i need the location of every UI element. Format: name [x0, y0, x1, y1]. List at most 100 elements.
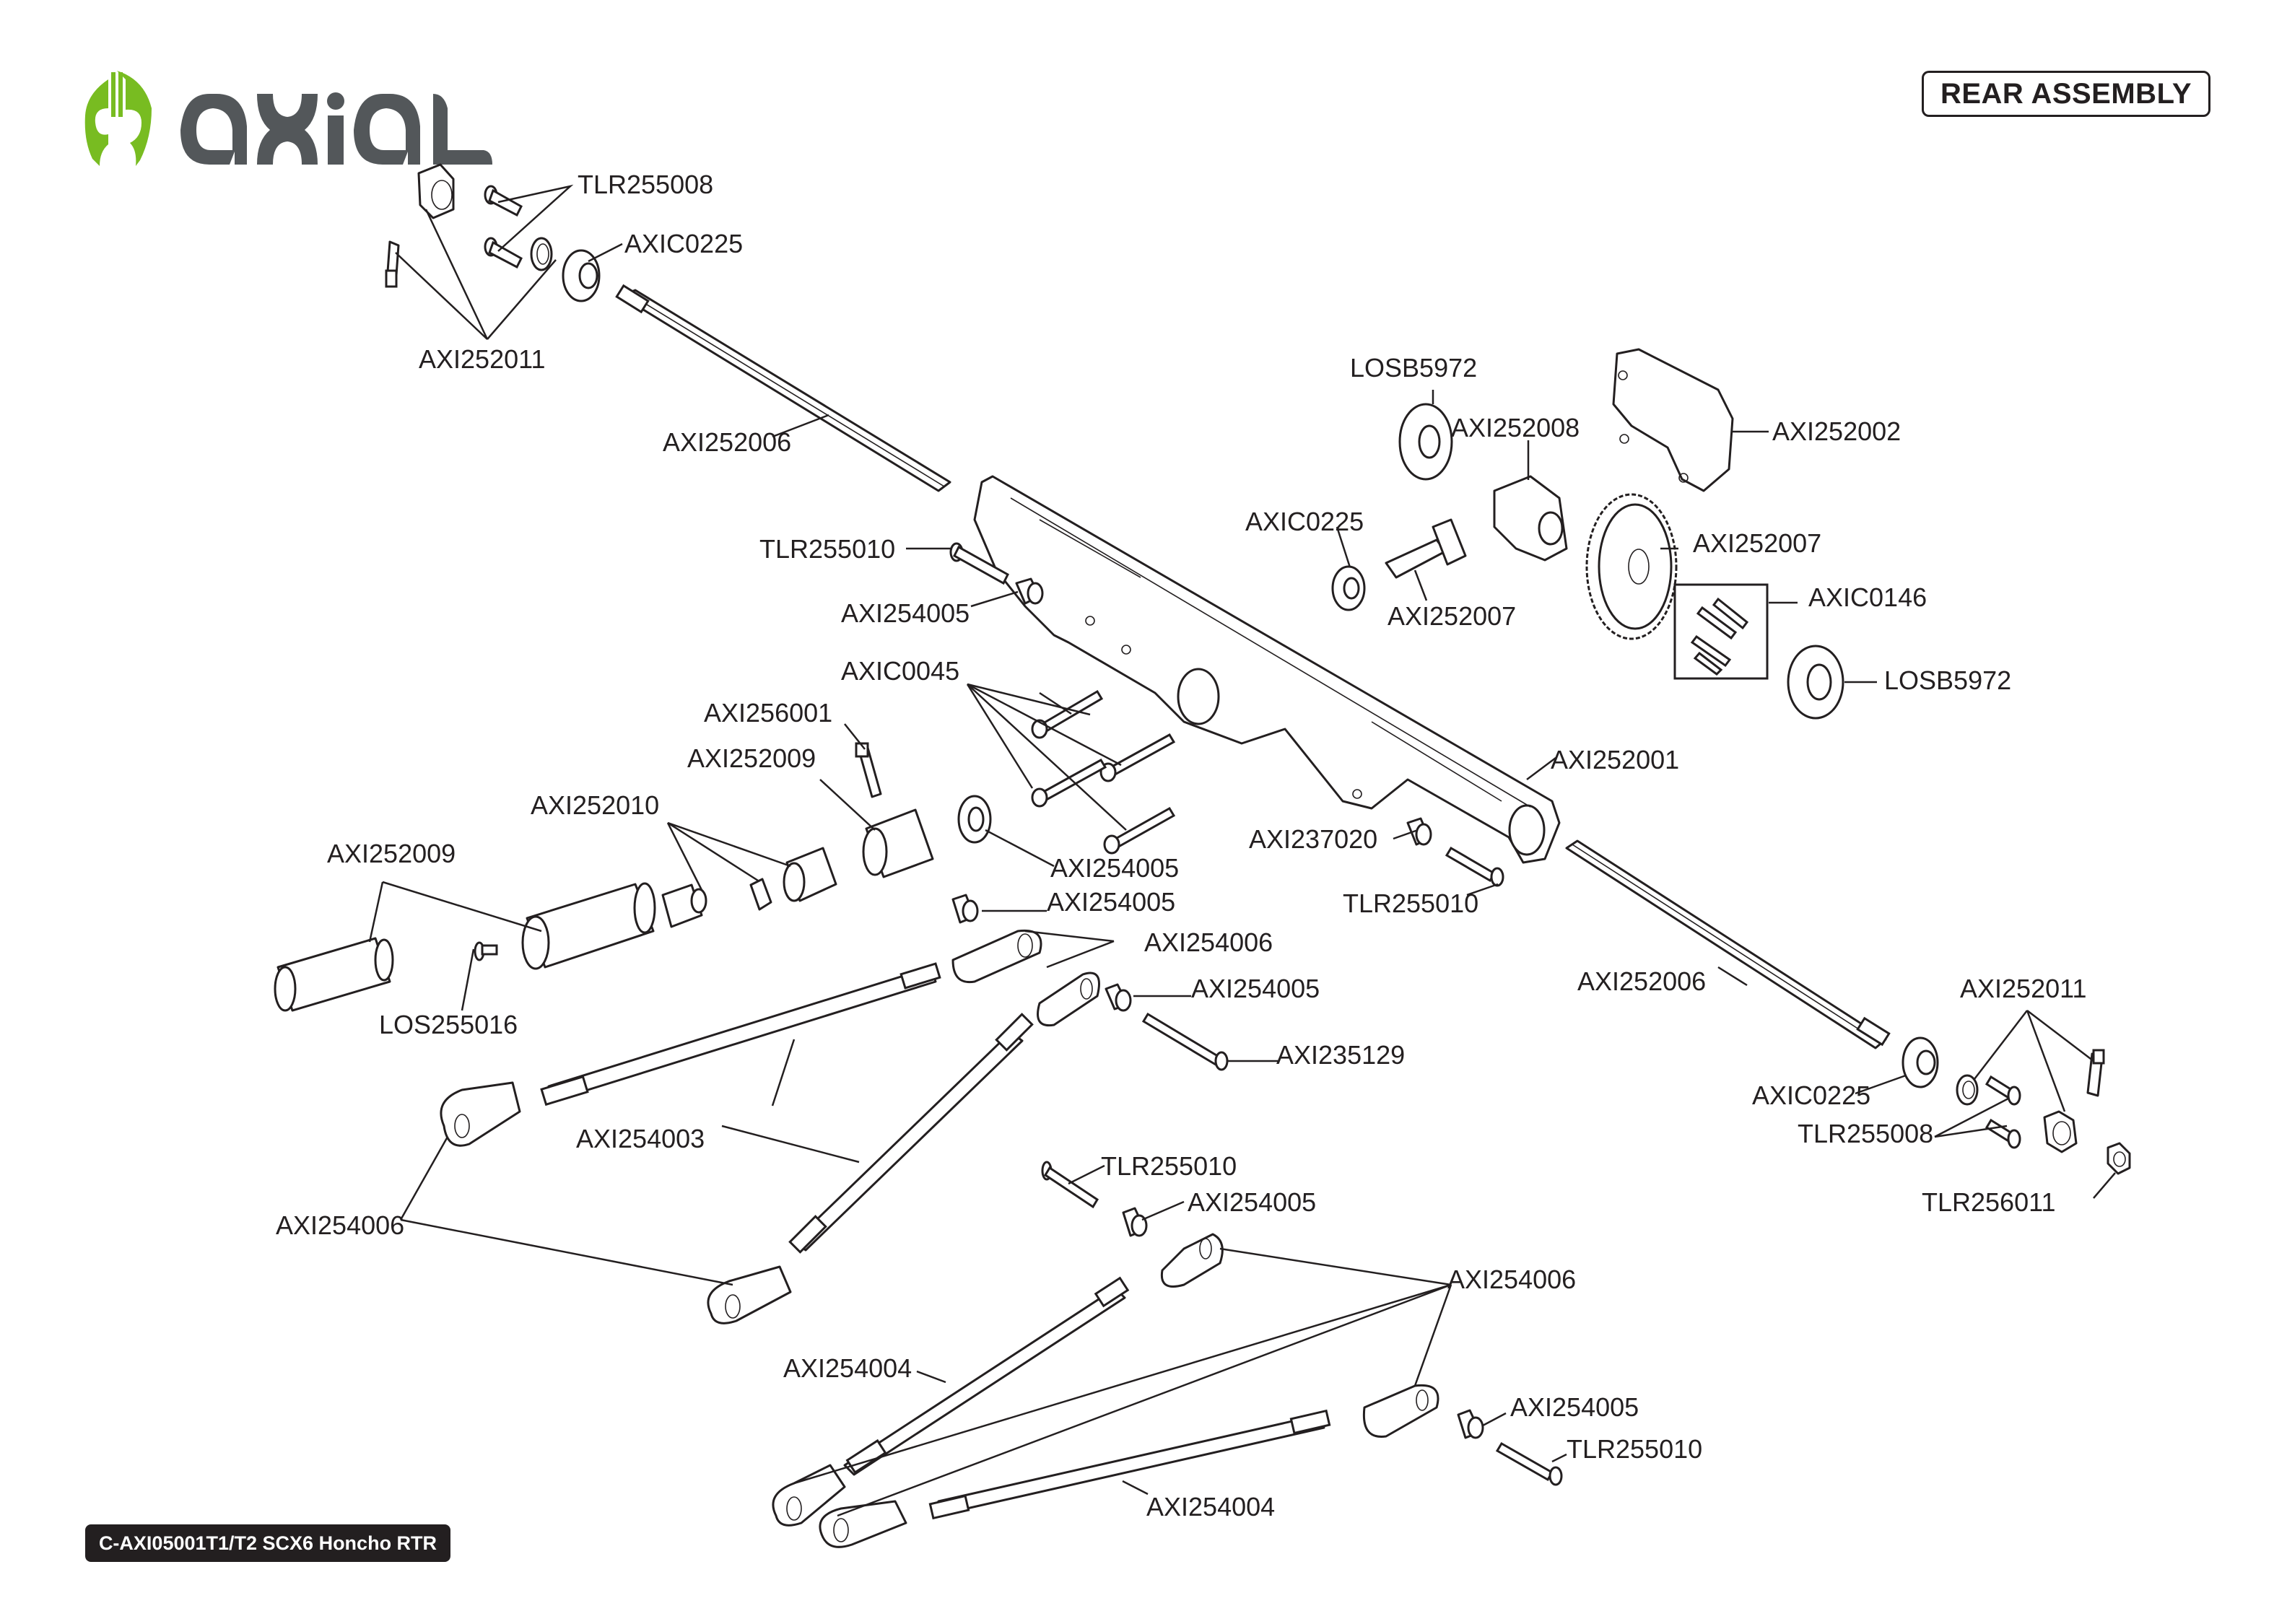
model-number: C-AXI05001T1/T2 SCX6 Honcho RTR: [98, 1532, 437, 1554]
link-axi254004-lower-part: [928, 1409, 1331, 1520]
section-title-badge: REAR ASSEMBLY: [1922, 71, 2210, 117]
model-number-badge: C-AXI05001T1/T2 SCX6 Honcho RTR: [85, 1524, 450, 1562]
callout-label: AXI254004: [1146, 1492, 1275, 1522]
callout-label: AXI254005: [1191, 974, 1320, 1003]
callout-label: TLR255008: [1798, 1119, 1933, 1148]
callout-label: TLR255010: [1567, 1434, 1702, 1464]
diff-case-axi252008-part: [1493, 475, 1568, 562]
callout-label: AXI254005: [841, 598, 970, 628]
hex-hub-right-part: [2043, 1110, 2078, 1153]
callout-label: AXI252011: [1960, 974, 2086, 1003]
bearing-axi237020-part: [957, 795, 992, 844]
callout-label: AXI252011: [419, 344, 545, 374]
callout-label: AXI254006: [1447, 1265, 1576, 1294]
pivot-ball-axi254005-housing-part: [1406, 817, 1432, 846]
callout-label: AXIC0146: [1808, 582, 1927, 612]
callout-label: AXIC0045: [841, 656, 959, 686]
pivot-ball-axi254005-mid-part: [951, 894, 979, 924]
section-title: REAR ASSEMBLY: [1940, 77, 2192, 110]
rod-end-axi254006-bottom-left-part: [772, 1464, 846, 1527]
pivot-ball-axi254005-bottom-part: [1457, 1409, 1484, 1439]
callout-label: AXI235129: [1276, 1040, 1405, 1070]
leader-lines: [368, 184, 2116, 1517]
ring-gear-axi252007-part: [1585, 493, 1678, 640]
callout-label: AXI252006: [1577, 966, 1706, 996]
screw-axi235129-part: [1141, 1012, 1229, 1071]
axle-shaft-right-part: [1565, 839, 1891, 1049]
callout-label: AXI237020: [1249, 824, 1377, 854]
bearing-losb5972-bottom-part: [1787, 645, 1844, 720]
sleeve-axi252009-part: [862, 808, 934, 878]
link-axi254003-diagonal-part: [788, 1013, 1034, 1254]
hub-screw-right-upper-part: [1985, 1075, 2021, 1106]
callout-label: AXI254004: [783, 1353, 912, 1383]
pinion-gear-axi252007-part: [1385, 518, 1467, 579]
callout-label: AXIC0225: [624, 229, 743, 258]
driveshaft-tube-axi252009-part: [521, 882, 656, 970]
screw-tlr255010-housing-part: [1445, 846, 1504, 887]
bearing-axic0225-top-part: [562, 249, 601, 302]
wheel-nut-tlr256011-part: [2107, 1142, 2131, 1175]
callout-label: AXI252010: [531, 790, 659, 820]
rod-end-axi254006-bottom-right-part: [1362, 1384, 1439, 1438]
hub-hex-nut-part: [417, 163, 455, 219]
axle-housing-axi252001-part: [973, 475, 1561, 864]
rod-end-axi254006-mid-part: [1037, 972, 1100, 1027]
callout-label: AXIC0225: [1752, 1081, 1870, 1110]
screw-los255016-part: [474, 941, 498, 961]
diff-cover-axi252002-part: [1612, 348, 1734, 492]
screws-axic0045-part: [1031, 689, 1176, 855]
callout-label: AXI252006: [663, 427, 791, 457]
link-axi254004-upper-part: [843, 1276, 1130, 1476]
callout-label: TLR256011: [1922, 1187, 2055, 1217]
screw-tlr255010-bottom-part: [1495, 1441, 1563, 1486]
callout-label: AXI252007: [1388, 601, 1516, 631]
callout-label: AXI254003: [576, 1124, 705, 1153]
callout-label: AXIC0225: [1245, 507, 1364, 536]
hub-washer-part: [530, 237, 553, 271]
hub-washer-right-part: [1956, 1074, 1979, 1106]
yoke-cup-axi252010-part: [783, 847, 837, 902]
axial-logo: [84, 71, 492, 166]
bearing-losb5972-top-part: [1398, 403, 1453, 481]
callout-label: LOSB5972: [1884, 665, 2011, 695]
hub-screw-lower-part: [484, 237, 523, 269]
callout-label: AXI252001: [1551, 745, 1679, 774]
callout-label: AXI254006: [276, 1210, 404, 1240]
axial-wordmark: [180, 92, 492, 165]
link-axi254003-upper-part: [540, 962, 941, 1106]
callout-label: LOS255016: [379, 1010, 518, 1039]
callout-label: TLR255008: [578, 170, 713, 199]
bearing-axic0225-right-part: [1901, 1036, 1939, 1088]
rod-end-axi254006-bottom-mid-part: [819, 1500, 907, 1548]
pivot-ball-axi254005-upper-part: [1015, 577, 1044, 605]
rod-end-axi254006-lower-top-part: [1160, 1233, 1224, 1288]
rod-end-axi254006-lower-part: [707, 1265, 792, 1324]
callout-label: TLR255010: [1101, 1151, 1237, 1181]
rod-end-axi254006-upper-left-part: [440, 1081, 521, 1147]
callout-label: AXI254005: [1047, 887, 1175, 917]
hub-screw-upper-part: [484, 185, 523, 217]
callout-label: AXI252008: [1451, 413, 1580, 442]
pin-axi256001-part: [855, 742, 882, 798]
bearing-axic0225-center-part: [1331, 565, 1366, 611]
screw-tlr255010-lower-part: [1041, 1161, 1099, 1209]
set-screw-right-part: [2086, 1049, 2105, 1097]
rod-end-axi254006-upper-right-part: [951, 929, 1042, 984]
callout-label: TLR255010: [1343, 889, 1478, 918]
callout-label: TLR255010: [759, 534, 895, 564]
axle-shaft-left-part: [615, 284, 951, 492]
callout-label: LOSB5972: [1350, 353, 1477, 383]
callout-label: AXI252002: [1772, 416, 1901, 446]
callout-label: AXI254005: [1050, 853, 1179, 883]
pivot-ball-axi254005-right-part: [1105, 983, 1132, 1012]
axial-emblem-icon: [84, 71, 152, 166]
callout-label: AXI254005: [1188, 1187, 1316, 1217]
pivot-ball-axi254005-lower-part: [1122, 1207, 1148, 1237]
callout-label: AXI252007: [1693, 528, 1821, 558]
callout-label: AXI252009: [327, 839, 456, 868]
u-joint-axi252010-part: [661, 878, 772, 928]
screw-tlr255010-upper-part: [949, 542, 1009, 585]
callout-label: AXI252009: [687, 743, 816, 773]
